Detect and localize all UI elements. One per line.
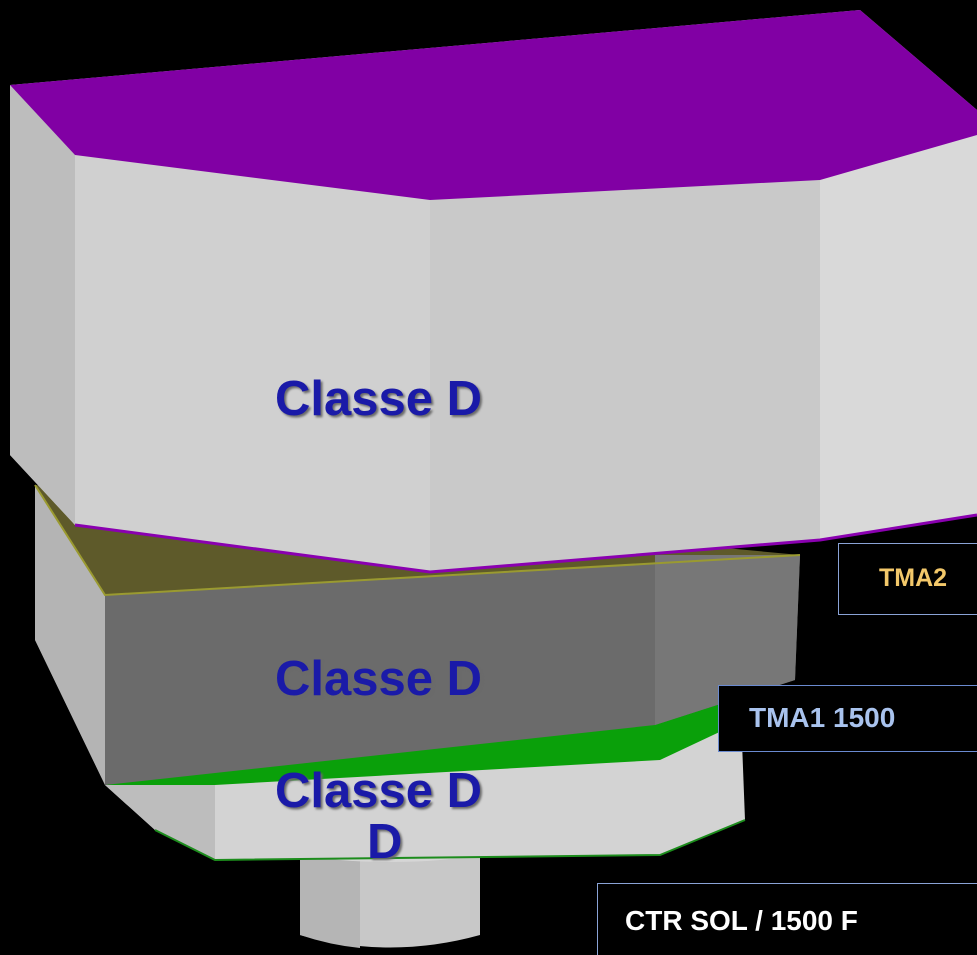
class-label-ctr: D: [367, 815, 403, 869]
tma2-tag: TMA2: [838, 543, 977, 615]
class-label-middle: Classe D: [275, 652, 483, 706]
tma1-tag: TMA1 1500: [718, 685, 977, 752]
ctr-tag: CTR SOL / 1500 F: [597, 883, 977, 955]
class-label-lower: Classe D: [275, 764, 483, 818]
class-label-top: Classe D: [275, 372, 483, 426]
tma2-volume: [10, 10, 977, 574]
